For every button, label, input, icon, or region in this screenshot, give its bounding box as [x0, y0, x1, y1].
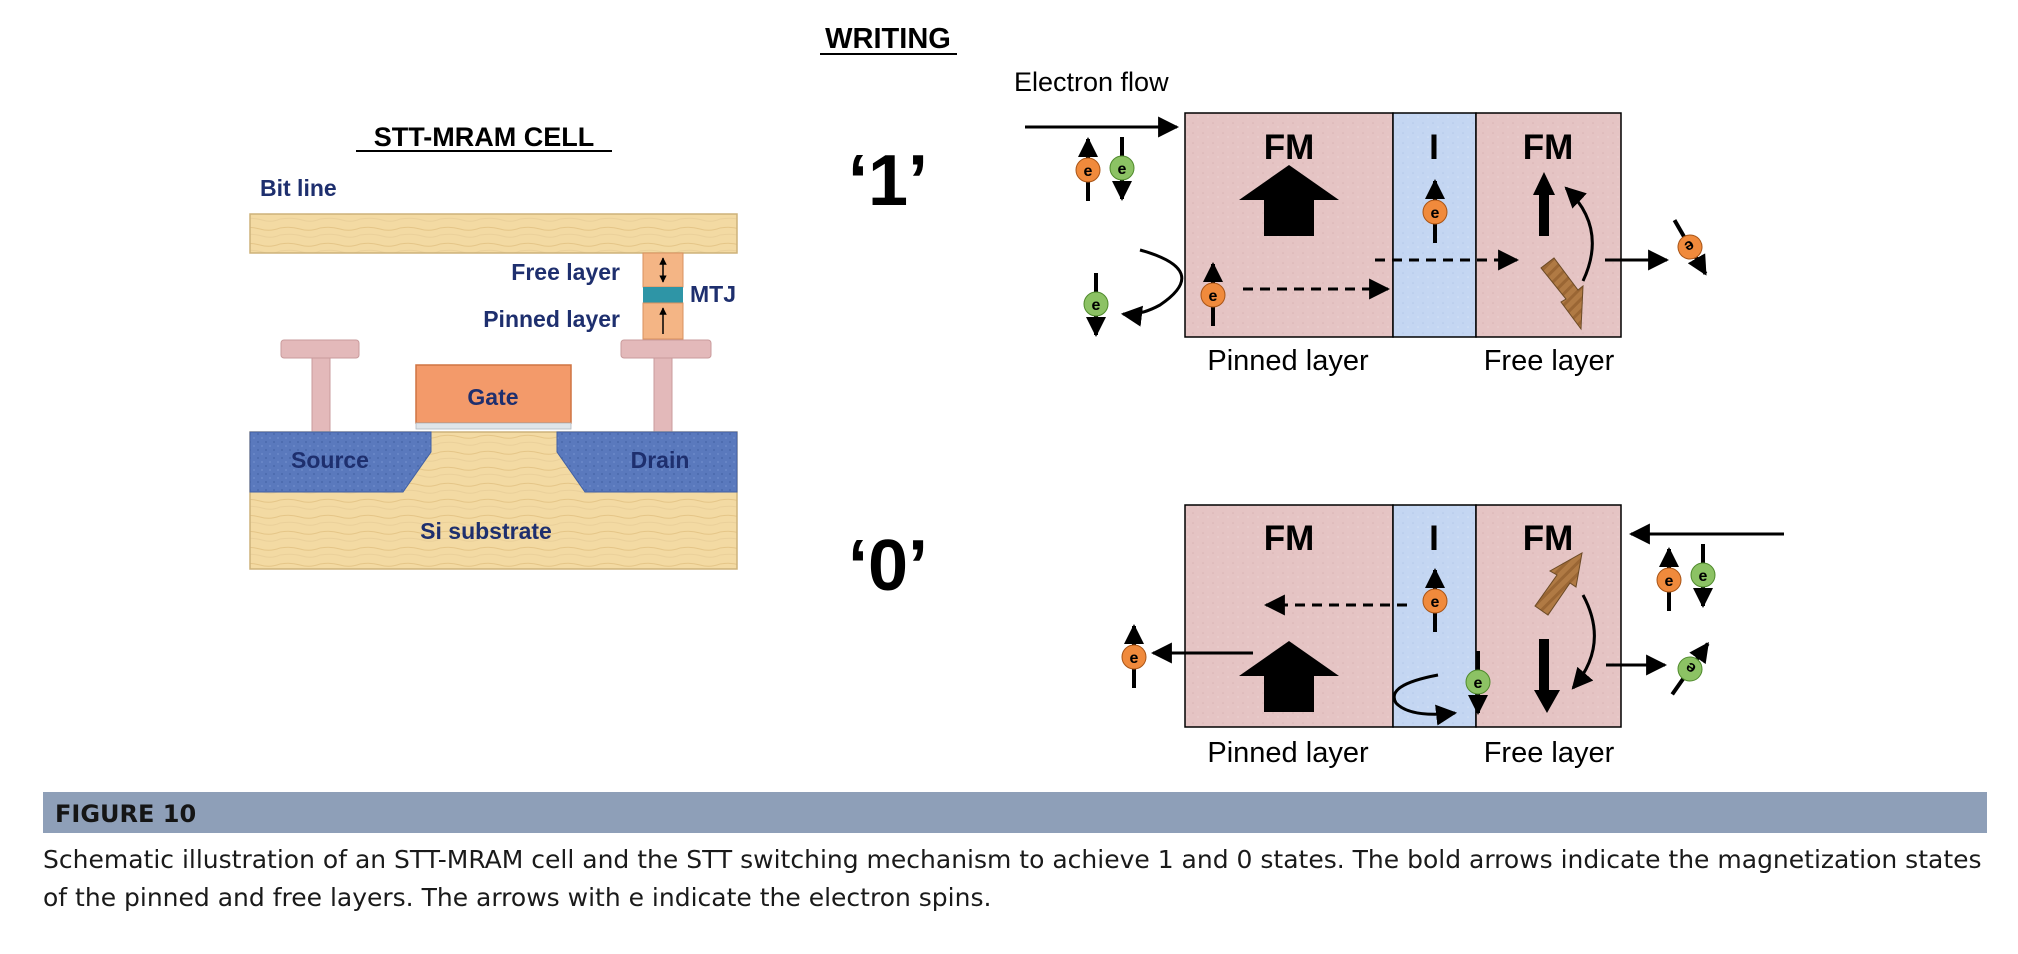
electron-spin-tilted-icon: e	[1672, 219, 1708, 276]
source-contact	[280, 339, 360, 433]
figure-caption: Schematic illustration of an STT-MRAM ce…	[43, 845, 1982, 912]
svg-text:e: e	[1431, 205, 1440, 222]
pinned-fm-label: FM	[1264, 519, 1315, 558]
electron-spin-up-icon: e	[1656, 547, 1682, 611]
state-0-diagram: ‘0’ FM I FM Pinned layer Free layer e e	[848, 504, 1784, 769]
drain-region	[556, 431, 738, 493]
electron-spin-down-icon: e	[1690, 544, 1716, 608]
pinned-magnetization-up-arrow	[1239, 165, 1339, 236]
pinned-magnetization-up-arrow	[1239, 641, 1339, 712]
free-layer-label: Free layer	[511, 259, 620, 285]
electron-spin-up-icon: e	[1121, 624, 1147, 688]
state-1-diagram: ‘1’ Electron flow FM I FM Pinned layer F…	[848, 67, 1708, 377]
electron-spin-tilted-icon: e	[1670, 641, 1710, 696]
svg-text:e: e	[1084, 163, 1093, 180]
pinned-layer-caption: Pinned layer	[1207, 737, 1369, 769]
svg-text:e: e	[1431, 594, 1440, 611]
source-region	[249, 431, 432, 493]
svg-text:e: e	[1130, 650, 1139, 667]
source-label: Source	[291, 447, 369, 473]
state-1-label: ‘1’	[848, 141, 928, 221]
pinned-layer-label: Pinned layer	[483, 306, 620, 332]
electron-spin-down-icon: e	[1465, 651, 1491, 715]
free-magnetization-tilted-arrow	[1534, 552, 1583, 616]
substrate-label: Si substrate	[420, 518, 552, 544]
gate-label: Gate	[467, 384, 518, 410]
free-fm-label: FM	[1523, 519, 1574, 558]
drain-label: Drain	[631, 447, 690, 473]
free-precession-arrow	[1571, 594, 1596, 690]
free-magnetization-tilted-arrow	[1540, 257, 1584, 331]
figure-caption-bar: FIGURE 10	[43, 792, 1987, 833]
writing-heading: WRITING	[825, 23, 951, 55]
free-precession-arrow	[1564, 186, 1594, 282]
svg-text:e: e	[1665, 573, 1674, 590]
drain-contact	[620, 339, 712, 433]
figure-diagram: WRITING STT-MRAM CELL Bit line Free laye…	[249, 23, 1784, 769]
free-fm-label: FM	[1523, 128, 1574, 167]
free-magnetization-up-arrow	[1533, 172, 1555, 236]
svg-text:e: e	[1209, 288, 1218, 305]
reflection-arrow	[1120, 248, 1184, 327]
free-layer-caption: Free layer	[1484, 345, 1615, 377]
svg-text:e: e	[1118, 161, 1127, 178]
free-layer-caption: Free layer	[1484, 737, 1615, 769]
electron-spin-up-icon: e	[1075, 137, 1101, 201]
insulator-label: I	[1429, 519, 1439, 558]
stt-mram-cell: STT-MRAM CELL Bit line Free layer Pinned…	[249, 122, 738, 570]
bit-line-label: Bit line	[260, 175, 337, 201]
figure-label: FIGURE 10	[55, 800, 197, 828]
state-0-label: ‘0’	[848, 526, 928, 606]
free-magnetization-down-arrow	[1534, 639, 1560, 713]
reflection-arrow	[1392, 673, 1458, 726]
mtj-label: MTJ	[690, 281, 736, 307]
electron-spin-up-icon: e	[1422, 568, 1448, 632]
svg-text:e: e	[1474, 675, 1483, 692]
mtj-barrier	[643, 287, 683, 303]
cell-title: STT-MRAM CELL	[374, 122, 594, 152]
electron-flow-label: Electron flow	[1014, 67, 1169, 97]
electron-spin-up-icon: e	[1422, 179, 1448, 243]
electron-spin-down-icon: e	[1083, 273, 1109, 337]
pinned-fm-label: FM	[1264, 128, 1315, 167]
svg-text:e: e	[1092, 297, 1101, 314]
electron-spin-down-icon: e	[1109, 137, 1135, 201]
pinned-layer-caption: Pinned layer	[1207, 345, 1369, 377]
svg-text:e: e	[1699, 568, 1708, 585]
gate	[415, 364, 572, 424]
insulator-label: I	[1429, 128, 1439, 167]
gate-oxide	[415, 422, 572, 430]
bit-line	[249, 213, 738, 254]
electron-spin-up-icon: e	[1200, 262, 1226, 326]
